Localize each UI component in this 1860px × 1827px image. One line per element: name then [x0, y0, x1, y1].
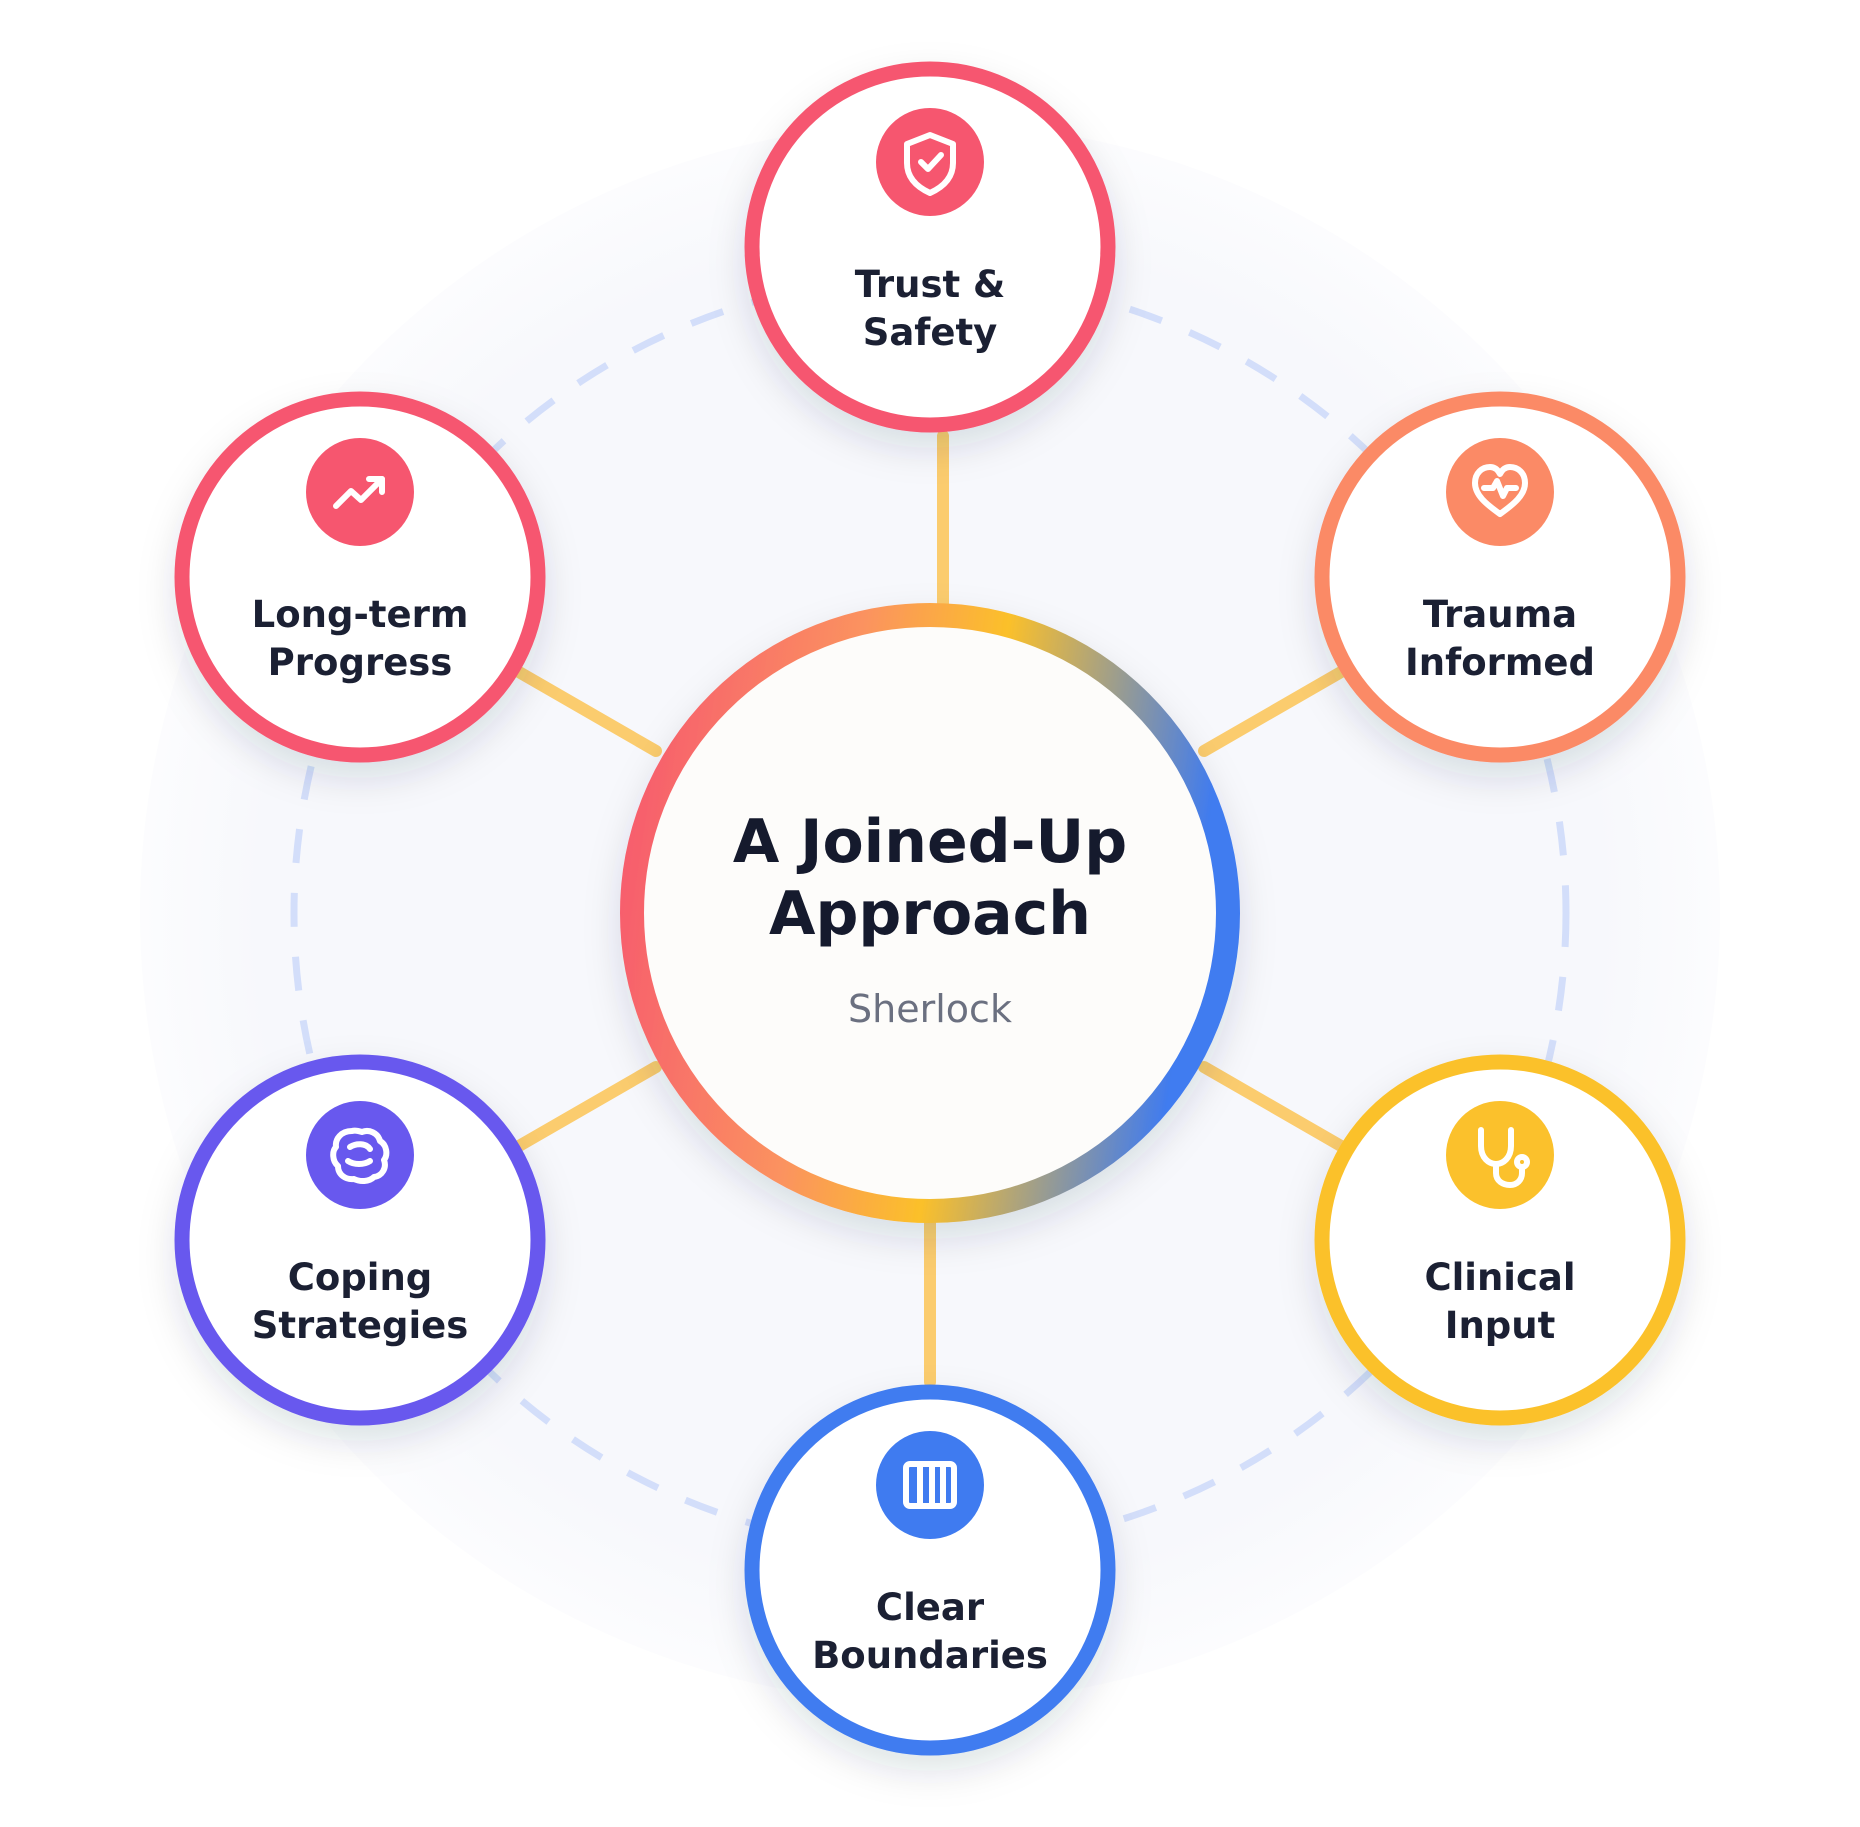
connector-clinical — [1198, 1061, 1354, 1156]
node-label-line1: Clinical — [1424, 1256, 1575, 1299]
node-trauma-informed: Trauma Informed — [1314, 391, 1686, 763]
hub: A Joined-Up Approach Sherlock — [620, 603, 1240, 1223]
node-circle — [1314, 1054, 1686, 1426]
hub-subtitle: Sherlock — [848, 987, 1012, 1031]
hub-title-line2: Approach — [769, 879, 1091, 949]
icon-badge — [306, 438, 414, 546]
node-circle — [744, 1384, 1116, 1756]
node-label-line1: Trust & — [855, 263, 1006, 306]
icon-badge — [876, 108, 984, 216]
node-clear-boundaries: Clear Boundaries — [744, 1384, 1116, 1756]
columns-icon — [903, 1461, 957, 1509]
node-label-line1: Coping — [288, 1256, 433, 1299]
node-circle — [744, 61, 1116, 433]
node-circle — [1314, 391, 1686, 763]
node-long-term-progress: Long-term Progress — [174, 391, 546, 763]
dashed-orbit-ring — [290, 273, 1570, 1553]
node-label-line1: Clear — [876, 1586, 985, 1629]
node-label-line2: Informed — [1405, 641, 1595, 684]
node-label-line2: Input — [1445, 1304, 1556, 1347]
hub-circle — [620, 603, 1240, 1223]
stethoscope-icon — [1478, 1127, 1530, 1188]
icon-badge — [306, 1101, 414, 1209]
trending-up-icon — [333, 476, 385, 509]
node-label-line2: Boundaries — [812, 1634, 1048, 1677]
node-circle — [174, 1054, 546, 1426]
connector-trauma — [1198, 662, 1354, 757]
heart-pulse-icon — [1472, 464, 1528, 517]
node-label-line2: Safety — [863, 311, 998, 354]
node-clinical-input: Clinical Input — [1314, 1054, 1686, 1426]
shield-check-icon — [904, 132, 956, 196]
node-label-line1: Trauma — [1423, 593, 1577, 636]
node-label-line1: Long-term — [252, 593, 469, 636]
icon-badge — [1446, 1101, 1554, 1209]
node-coping-strategies: Coping Strategies — [174, 1054, 546, 1426]
node-label-line2: Progress — [268, 641, 453, 684]
node-label-line2: Strategies — [252, 1304, 469, 1347]
connector-progress — [506, 662, 662, 757]
connector-coping — [506, 1061, 662, 1156]
node-trust-safety: Trust & Safety — [744, 61, 1116, 433]
hub-title-line1: A Joined-Up — [733, 807, 1127, 877]
brain-icon — [330, 1127, 390, 1185]
connectors — [506, 430, 1354, 1388]
node-circle — [174, 391, 546, 763]
